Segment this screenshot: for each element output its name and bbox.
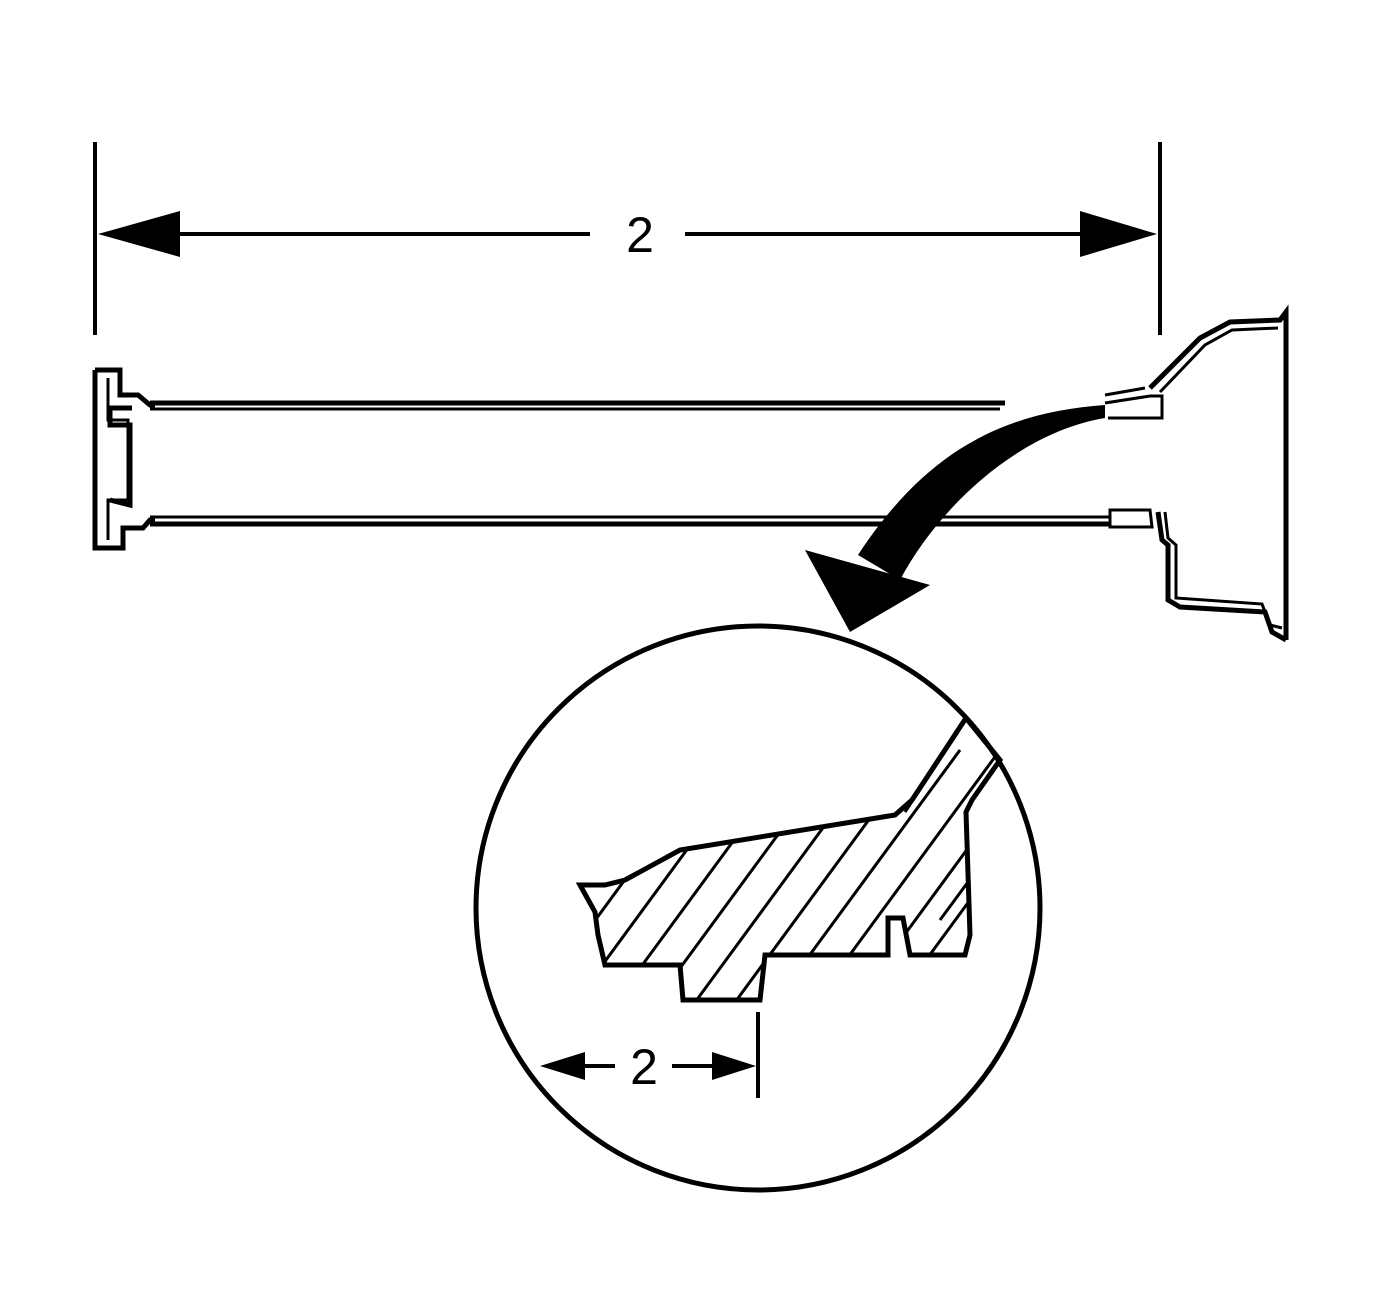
tube-side-view (92, 304, 1289, 643)
bell-lower-inner (1163, 511, 1283, 630)
arrowhead-right (1080, 211, 1157, 257)
bell-upper-inner (1158, 326, 1279, 394)
detail-circle (473, 623, 1043, 1193)
lower-tip (1108, 508, 1154, 529)
upper-tip (1104, 386, 1164, 420)
pointer-arrow-body (858, 405, 1105, 580)
bell-lower (1155, 511, 1288, 643)
overall-dimension: 2 (93, 142, 1162, 335)
bell-upper (1148, 304, 1289, 640)
pointer-arrowhead (805, 550, 930, 632)
left-flange-inner (106, 378, 130, 540)
overall-length-callout: 2 (626, 207, 654, 263)
section-hatching (580, 729, 1000, 1000)
detail-arrowhead-right (712, 1052, 756, 1080)
detail-length-callout: 2 (630, 1039, 658, 1095)
detail-arrowhead-left (540, 1052, 585, 1080)
section-outline (575, 713, 1004, 1003)
arrowhead-left (98, 211, 180, 257)
detail-pointer-arrow (805, 405, 1105, 632)
section-flare-edge (903, 731, 960, 813)
left-flange (92, 367, 155, 551)
detail-view: 2 (473, 623, 1043, 1193)
